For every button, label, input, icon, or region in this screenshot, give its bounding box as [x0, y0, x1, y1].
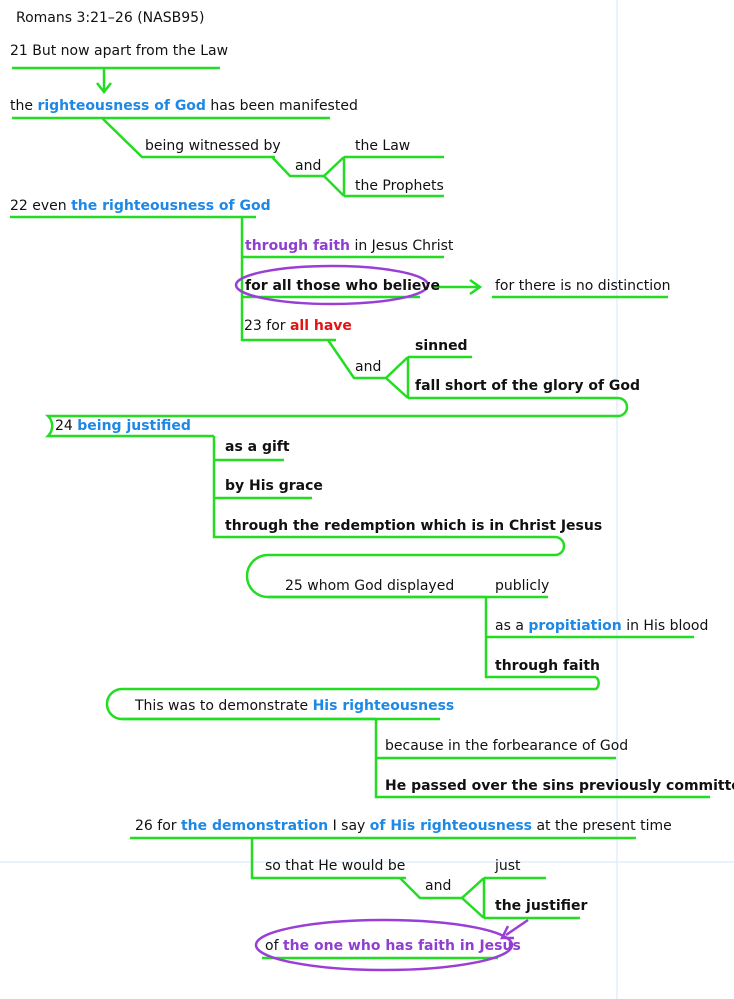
v25-passed-over: He passed over the sins previously commi… — [385, 778, 734, 794]
arrow-justifier-to-faith-icon — [499, 925, 514, 940]
v24-gift: as a gift — [225, 439, 290, 455]
branch-so-that-and — [399, 877, 462, 900]
v26-and: and — [425, 878, 451, 894]
circle-one-who-has-faith — [254, 918, 514, 972]
v21-intro: 21 But now apart from the Law — [10, 43, 228, 59]
v26-just: just — [494, 858, 521, 874]
stem-v24 — [212, 436, 555, 539]
v21-law: the Law — [355, 138, 410, 154]
v24-line: 24 being justified — [55, 418, 191, 434]
v26-so-that: so that He would be — [265, 858, 405, 874]
branch-all-have-and — [326, 339, 386, 380]
loop-v25-to-demonstrate — [105, 676, 600, 721]
v23-line: 23 for all have — [244, 318, 352, 334]
v25-demonstrate: This was to demonstrate His righteousnes… — [134, 698, 454, 714]
diagram-title: Romans 3:21–26 (NASB95) — [16, 10, 204, 26]
v26-justifier: the justifier — [495, 898, 587, 914]
v25-forbearance: because in the forbearance of God — [385, 738, 628, 754]
v22-for-all: for all those who believe — [245, 278, 440, 294]
v22-line: 22 even the righteousness of God — [10, 198, 271, 214]
v25-publicly: publicly — [495, 578, 549, 594]
diagram-lines — [10, 66, 710, 960]
v22-no-distinction: for there is no distinction — [495, 278, 671, 294]
stem-demonstrate — [374, 719, 710, 799]
circle-for-all-believe — [234, 264, 430, 306]
v21-witnessed: being witnessed by — [145, 138, 281, 154]
v25-propitiation: as a propitiation in His blood — [495, 618, 708, 634]
v25-through-faith: through faith — [495, 658, 600, 674]
v25-whom: 25 whom God displayed — [285, 578, 454, 594]
v26-one-who: of the one who has faith in Jesus — [265, 938, 521, 954]
v24-grace: by His grace — [225, 478, 323, 494]
v24-redemption: through the redemption which is in Chris… — [225, 518, 602, 534]
fork-just-justifier — [460, 877, 485, 919]
branch-witnessed — [101, 117, 275, 159]
arrow-no-distinction-icon — [469, 278, 483, 296]
v21-prophets: the Prophets — [355, 178, 444, 194]
v21-and: and — [295, 158, 321, 174]
v23-sinned: sinned — [415, 338, 468, 354]
stem-v26 — [250, 838, 406, 880]
arrow-v21-down-icon — [96, 82, 112, 95]
v26-line: 26 for the demonstration I say of His ri… — [135, 818, 672, 834]
stem-v25 — [484, 597, 596, 679]
v23-and: and — [355, 359, 381, 375]
loop-v23-to-v24 — [44, 396, 629, 438]
v23-fall-short: fall short of the glory of God — [415, 378, 640, 394]
v21-line: the righteousness of God has been manife… — [10, 98, 358, 114]
loop-v24-to-v25 — [245, 535, 566, 599]
branch-witnessed-and — [271, 156, 324, 178]
fork-sinned-fall-short — [384, 356, 409, 399]
fork-law-prophets — [322, 156, 345, 197]
v22-through-faith: through faith in Jesus Christ — [245, 238, 454, 254]
arrow-justifier-to-faith-shaft — [505, 918, 529, 937]
